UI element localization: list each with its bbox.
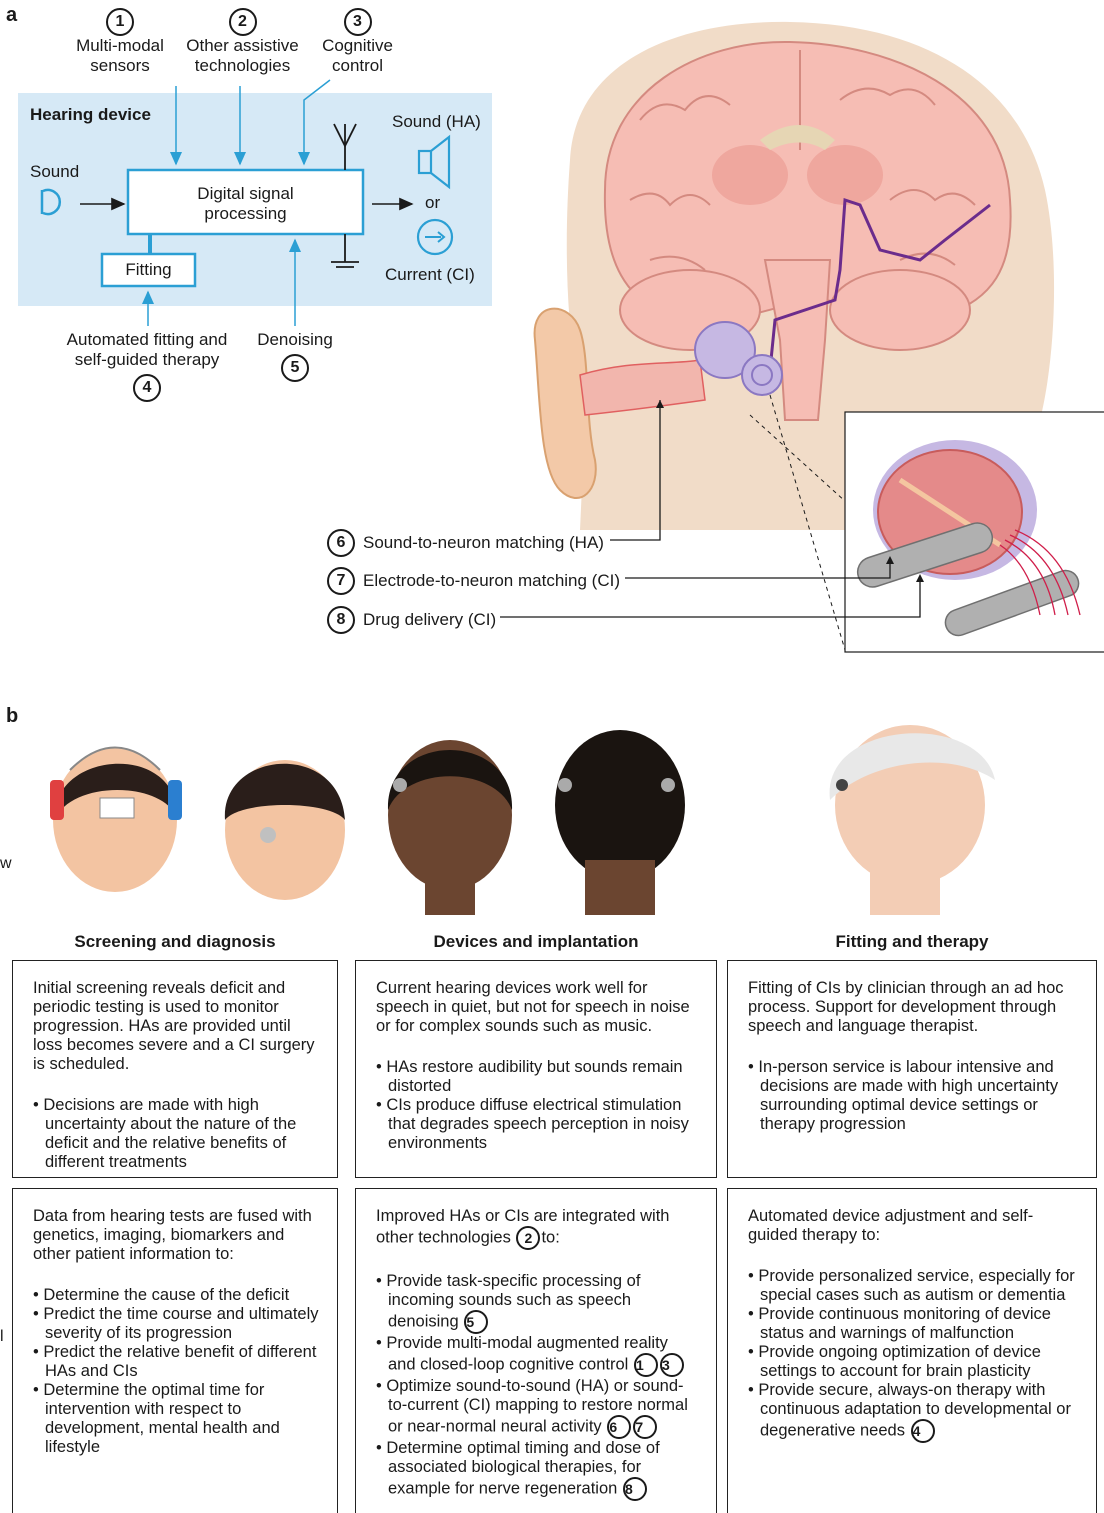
card-screening-future: Data from hearing tests are fused with g… [12, 1188, 338, 1513]
callout-automated-fitting: Automated fitting and self-guided therap… [52, 330, 242, 402]
label-electrode-to-neuron: 7 Electrode-to-neuron matching (CI) [327, 567, 620, 595]
ref-badge: 5 [464, 1310, 488, 1334]
card-screening-current: Initial screening reveals deficit and pe… [12, 960, 338, 1178]
callout-denoising: Denoising 5 [245, 330, 345, 382]
bullet-item: Provide task-specific processing of inco… [376, 1272, 698, 1334]
card-fitting-current: Fitting of CIs by clinician through an a… [727, 960, 1097, 1178]
ref-badge: 6 [607, 1415, 631, 1439]
edge-fragment-1: w [0, 855, 12, 873]
bullet-item: Optimize sound-to-sound (HA) or sound-to… [376, 1377, 698, 1439]
adult-back-illustration [555, 730, 685, 915]
microphone-icon [42, 190, 60, 214]
bullet-item: CIs produce diffuse electrical stimulati… [376, 1096, 698, 1153]
dsp-label: Digital signal processing [128, 184, 363, 224]
card-devices-future: Improved HAs or CIs are integrated with … [355, 1188, 717, 1513]
elderly-side-illustration [830, 725, 995, 915]
bullet-item: In-person service is labour intensive an… [748, 1058, 1078, 1134]
adult-front-illustration [388, 740, 512, 915]
ref-badge: 7 [633, 1415, 657, 1439]
heading-devices: Devices and implantation [355, 932, 717, 952]
label-drug-delivery: 8 Drug delivery (CI) [327, 606, 496, 634]
bullet-item: Provide personalized service, especially… [748, 1267, 1078, 1305]
bullet-item: Provide secure, always-on therapy with c… [748, 1381, 1078, 1443]
bullet-item: Determine the cause of the deficit [33, 1286, 319, 1305]
or-label: or [425, 193, 440, 213]
bullet-item: HAs restore audibility but sounds remain… [376, 1058, 698, 1096]
sound-input-label: Sound [30, 162, 79, 182]
bullet-item: Determine optimal timing and dose of ass… [376, 1439, 698, 1501]
heading-screening: Screening and diagnosis [12, 932, 338, 952]
child-side-illustration [225, 760, 345, 900]
bullet-item: Provide ongoing optimization of device s… [748, 1343, 1078, 1381]
ref-badge: 3 [660, 1353, 684, 1377]
bullet-item: Provide continuous monitoring of device … [748, 1305, 1078, 1343]
child-front-illustration [50, 748, 182, 893]
current-output-label: Current (CI) [385, 265, 475, 285]
antenna-icon [334, 124, 356, 170]
ref-badge: 1 [634, 1353, 658, 1377]
speaker-icon [419, 137, 449, 187]
bullet-item: Provide multi-modal augmented reality an… [376, 1334, 698, 1377]
edge-fragment-2: l [0, 1328, 4, 1346]
patient-illustrations [40, 710, 1040, 925]
card-devices-current: Current hearing devices work well for sp… [355, 960, 717, 1178]
fitting-label: Fitting [102, 260, 195, 280]
heading-fitting: Fitting and therapy [727, 932, 1097, 952]
sound-output-label: Sound (HA) [392, 112, 481, 132]
bullet-item: Predict the relative benefit of differen… [33, 1343, 319, 1381]
bullet-item: Determine the optimal time for intervent… [33, 1381, 319, 1457]
bullet-item: Decisions are made with high uncertainty… [33, 1096, 319, 1172]
ref-badge: 8 [623, 1477, 647, 1501]
panel-b-letter: b [6, 705, 18, 728]
bullet-item: Predict the time course and ultimately s… [33, 1305, 319, 1343]
card-fitting-future: Automated device adjustment and self-gui… [727, 1188, 1097, 1513]
ref-badge: 2 [516, 1226, 540, 1250]
label-sound-to-neuron: 6 Sound-to-neuron matching (HA) [327, 529, 604, 557]
ref-badge: 4 [911, 1419, 935, 1443]
current-icon [418, 220, 452, 254]
ground-icon [331, 234, 359, 267]
